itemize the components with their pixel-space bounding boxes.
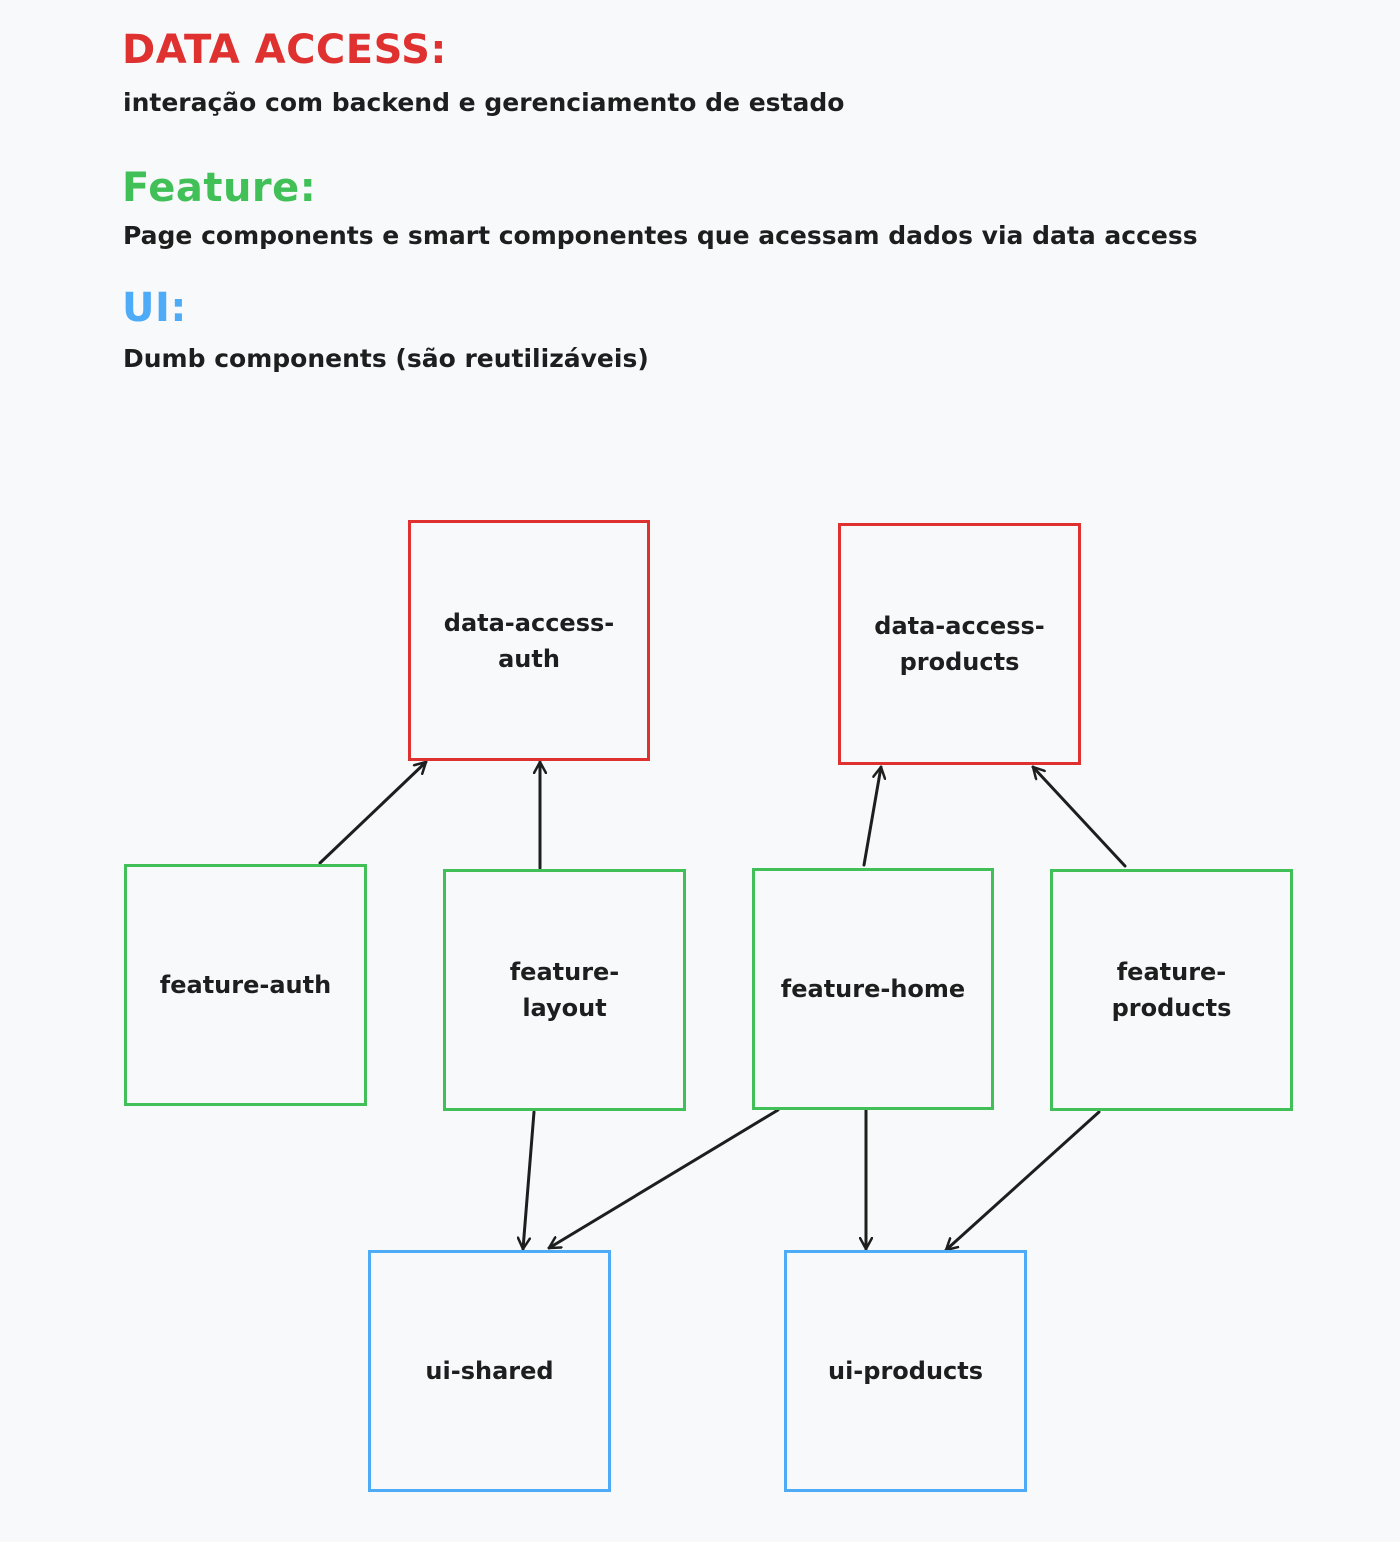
arrow-feature-products-to-data-access-products [1031, 765, 1127, 868]
node-label: feature-auth [159, 971, 332, 999]
node-feature-auth: feature-auth [124, 864, 367, 1106]
node-label: feature-products [1111, 958, 1232, 1022]
arrow-feature-home-to-ui-shared [547, 1108, 780, 1250]
node-feature-home: feature-home [752, 868, 994, 1110]
feature-description: Page components e smart componentes que … [123, 221, 1198, 250]
data-access-title: DATA ACCESS: [122, 27, 447, 73]
node-label: ui-shared [425, 1357, 554, 1385]
arrow-feature-auth-to-data-access-auth [318, 760, 428, 865]
node-label: feature-layout [509, 958, 620, 1022]
node-label: data-access-auth [443, 608, 615, 673]
ui-description: Dumb components (são reutilizáveis) [123, 344, 649, 373]
ui-title: UI: [122, 285, 187, 331]
node-label: feature-home [780, 975, 966, 1003]
arrow-feature-products-to-ui-products [944, 1110, 1101, 1252]
feature-title: Feature: [122, 165, 317, 211]
arrow-feature-home-to-data-access-products [862, 765, 881, 867]
data-access-description: interação com backend e gerenciamento de… [123, 88, 845, 117]
node-data-access-auth: data-access-auth [408, 520, 650, 761]
node-feature-products: feature-products [1050, 869, 1293, 1111]
node-label: ui-products [827, 1357, 984, 1385]
node-label: data-access-products [874, 612, 1045, 676]
arrow-feature-layout-to-ui-shared [523, 1110, 536, 1251]
node-feature-layout: feature-layout [443, 869, 686, 1111]
node-ui-products: ui-products [784, 1250, 1027, 1492]
node-ui-shared: ui-shared [368, 1250, 611, 1492]
node-data-access-products: data-access-products [838, 523, 1081, 765]
